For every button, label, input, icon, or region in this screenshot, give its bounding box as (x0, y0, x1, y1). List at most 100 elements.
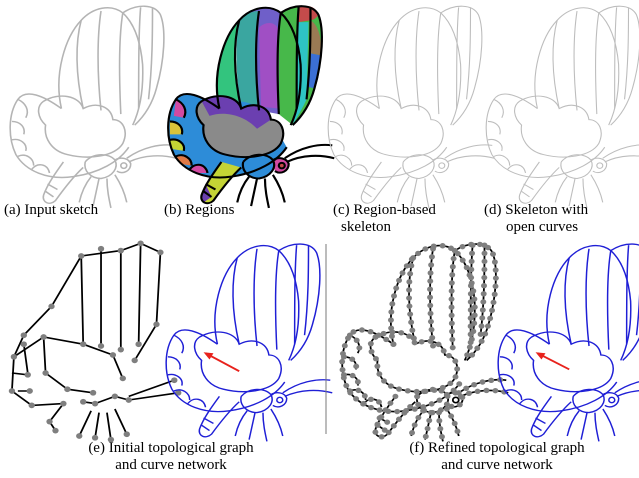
graph-node (479, 315, 485, 320)
graph-node (492, 292, 498, 297)
graph-node (481, 275, 487, 280)
graph-node (428, 410, 434, 415)
graph-node (449, 329, 455, 334)
graph-node (423, 434, 429, 439)
graph-node (388, 317, 394, 322)
graph-node (487, 316, 493, 321)
graph-node (481, 291, 487, 296)
graph-node (436, 418, 442, 423)
graph-node (426, 418, 432, 423)
graph-node (396, 417, 402, 422)
graph-node (482, 259, 488, 264)
graph-node (482, 251, 488, 256)
graph-node (409, 430, 415, 435)
graph-node (427, 278, 433, 283)
graph-node (430, 246, 436, 251)
graph-node (377, 415, 383, 420)
graph-node (341, 372, 347, 377)
graph-node (456, 381, 462, 386)
graph-node (349, 357, 355, 362)
graph-node (463, 386, 469, 391)
graph-node (444, 392, 450, 397)
region-based-skeleton-panel (328, 6, 494, 208)
skeleton-open-curves-panel (486, 6, 639, 208)
graph-node (449, 321, 455, 326)
graph-node (446, 353, 452, 358)
graph-node (406, 287, 412, 292)
graph-node (469, 251, 475, 256)
graph-node (428, 270, 434, 275)
graph-node (475, 389, 481, 394)
graph-node (427, 303, 433, 308)
graph-node (415, 402, 421, 407)
graph-node (427, 295, 433, 300)
graph-node (347, 388, 353, 393)
graph-node (468, 324, 474, 329)
graph-node (440, 243, 446, 248)
graph-node (392, 394, 398, 399)
graph-node (449, 305, 455, 310)
graph-node (482, 243, 488, 248)
graph-node (373, 334, 379, 339)
graph-node (490, 251, 496, 256)
graph-node (415, 415, 421, 420)
graph-node (412, 422, 418, 427)
graph-node (341, 354, 347, 359)
graph-node (406, 279, 412, 284)
graph-node (470, 243, 476, 248)
graph-node (396, 278, 402, 283)
graph-node (455, 429, 461, 434)
graph-node (396, 386, 402, 391)
graph-node (406, 295, 412, 300)
graph-node (379, 434, 385, 439)
graph-node (466, 391, 472, 396)
graph-node (353, 396, 359, 401)
graph-node (350, 373, 356, 378)
initial-topological-graph (9, 241, 182, 443)
graph-node (491, 300, 497, 305)
graph-node (480, 299, 486, 304)
graph-node (479, 339, 485, 344)
caption-d: (d) Skeleton with open curves (484, 202, 588, 236)
graph-node (415, 251, 421, 256)
graph-node (430, 387, 436, 392)
graph-node (454, 366, 460, 371)
graph-node (468, 275, 474, 280)
graph-node (375, 423, 381, 428)
graph-node (428, 262, 434, 267)
caption-a: (a) Input sketch (4, 202, 98, 219)
graph-node (449, 313, 455, 318)
graph-node (429, 327, 435, 332)
caption-b: (b) Regions (164, 202, 234, 219)
graph-node (468, 332, 474, 337)
graph-node (468, 267, 474, 272)
graph-node (474, 346, 480, 351)
graph-node (355, 379, 361, 384)
graph-node (391, 293, 397, 298)
graph-node (406, 303, 412, 308)
graph-node (347, 333, 353, 338)
graph-node (468, 315, 474, 320)
caption-f: (f) Refined topological graph and curve … (382, 440, 612, 474)
graph-node (421, 389, 427, 394)
graph-node (412, 340, 418, 345)
graph-node (478, 332, 484, 337)
graph-node (382, 427, 388, 432)
graph-node (481, 267, 487, 272)
graph-node (408, 320, 414, 325)
graph-node (437, 426, 443, 431)
graph-node (448, 413, 454, 418)
graph-node (368, 397, 374, 402)
graph-node (481, 283, 487, 288)
graph-node (468, 283, 474, 288)
graph-node (468, 340, 474, 345)
graph-node (339, 359, 345, 364)
graph-node (489, 308, 495, 313)
graph-node (452, 358, 458, 363)
graph-node (419, 339, 425, 344)
graph-node (438, 388, 444, 393)
graph-node (409, 328, 415, 333)
graph-node (356, 345, 362, 350)
graph-node (373, 356, 379, 361)
